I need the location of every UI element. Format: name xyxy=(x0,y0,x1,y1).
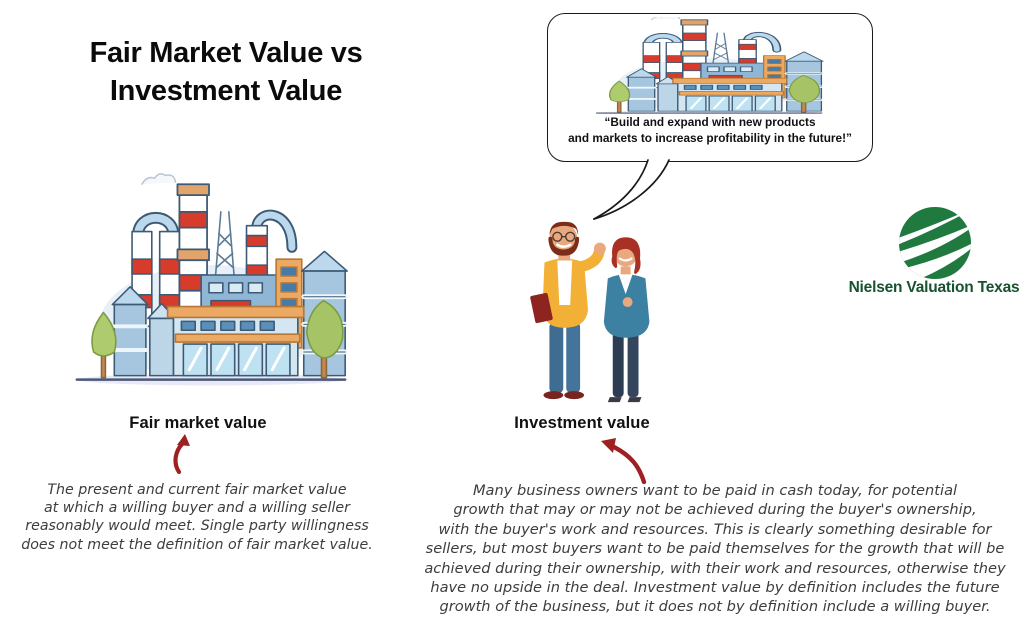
speech-bubble-tail-icon xyxy=(593,159,670,220)
factory-illustration xyxy=(63,156,359,394)
nielsen-logo-text: Nielsen Valuation Texas xyxy=(848,279,1020,296)
bubble-factory-icon xyxy=(592,17,828,114)
fair-market-description: The present and current fair market valu… xyxy=(21,482,373,553)
investment-description: Many business owners want to be paid in … xyxy=(424,482,1006,616)
investment-value-label: Investment value xyxy=(514,414,650,432)
fair-market-arrow-icon xyxy=(173,434,190,474)
bubble-quote-text: “Build and expand with new products and … xyxy=(568,115,852,145)
fair-market-value-label: Fair market value xyxy=(129,414,267,432)
speech-bubble: “Build and expand with new products and … xyxy=(547,13,873,162)
people-talking-illustration xyxy=(530,221,650,403)
page-title: Fair Market Value vs Investment Value xyxy=(89,37,363,108)
nielsen-logo-icon xyxy=(898,206,972,280)
investment-arrow-icon xyxy=(601,438,647,484)
